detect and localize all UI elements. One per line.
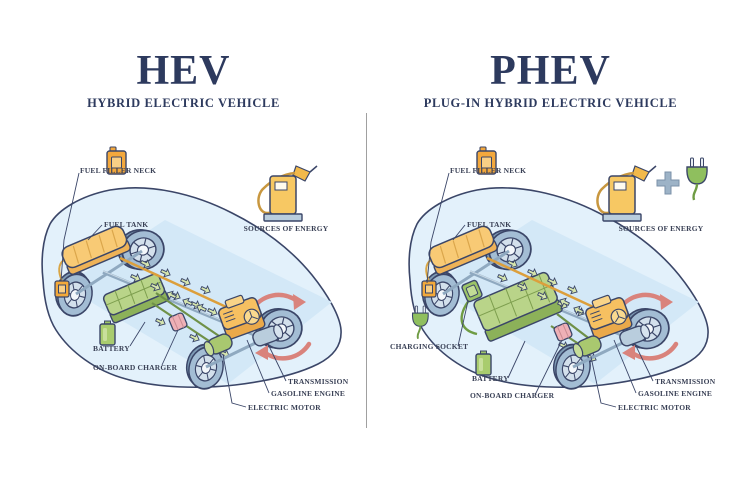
phev-subtitle: PLUG-IN HYBRID ELECTRIC VEHICLE (423, 96, 678, 110)
fuel-tank-part (428, 225, 498, 275)
transmission-part (619, 324, 651, 347)
fuel-pump-icon (257, 164, 319, 223)
fuel-line (119, 256, 236, 313)
battery-pack (102, 273, 169, 324)
sources-of-energy-label: SOURCES OF ENERGY (243, 224, 329, 233)
hev-subtitle: HYBRID ELECTRIC VEHICLE (87, 96, 280, 110)
electric-plug-icon (685, 156, 709, 202)
filler-pipe (425, 259, 432, 282)
on-board-charger-unit (168, 312, 188, 332)
phev-panel: PHEV PLUG-IN HYBRID ELECTRIC VEHICLE (367, 0, 734, 489)
fuel-pump-icon (596, 164, 658, 223)
electric-line-b (556, 313, 592, 341)
gasoline-engine-label: GASOLINE ENGINE (638, 389, 713, 398)
gasoline-engine-part (585, 294, 633, 340)
on-board-charger-unit (553, 322, 573, 342)
electric-motor-label: ELECTRIC MOTOR (248, 403, 321, 412)
battery-label: BATTERY (93, 344, 130, 353)
fuel-tank-label: FUEL TANK (104, 220, 149, 229)
battery-icon (475, 350, 492, 376)
charging-socket-label: CHARGING SOCKET (390, 342, 469, 351)
electric-line-b (155, 292, 220, 337)
rear-axle (442, 249, 510, 296)
sources-of-energy-label: SOURCES OF ENERGY (618, 224, 704, 233)
phev-title: PHEV (490, 48, 611, 94)
battery-icon (99, 320, 116, 346)
battery-label: BATTERY (472, 374, 509, 383)
fuel-filler-neck-label: FUEL FILLER NECK (450, 166, 527, 175)
leader-lines (426, 172, 654, 408)
battery-pack (473, 271, 563, 342)
on-board-charger-label: ON-BOARD CHARGER (93, 363, 178, 372)
panel-divider (366, 113, 367, 428)
leader-lines (60, 172, 287, 408)
transmission-label: TRANSMISSION (288, 377, 349, 386)
hev-car-diagram (41, 146, 342, 408)
hev-panel: HEV HYBRID ELECTRIC VEHICLE (41, 48, 349, 412)
electric-motor-part (572, 335, 602, 359)
fuel-tank-part (61, 225, 131, 275)
electric-motor-label: ELECTRIC MOTOR (618, 403, 691, 412)
transmission-label: TRANSMISSION (655, 377, 716, 386)
phev-car-diagram (408, 146, 709, 408)
wheel-rotation-arrows (249, 292, 312, 361)
transmission-part (252, 324, 284, 347)
fuel-line (486, 256, 603, 313)
fuel-filler-neck-part (54, 280, 70, 298)
fuel-filler-neck-label: FUEL FILLER NECK (80, 166, 157, 175)
plus-icon (656, 171, 680, 195)
gasoline-engine-part (218, 294, 266, 340)
fuel-tank-label: FUEL TANK (467, 220, 512, 229)
hev-title: HEV (136, 48, 231, 94)
gasoline-engine-label: GASOLINE ENGINE (271, 389, 346, 398)
on-board-charger-label: ON-BOARD CHARGER (470, 391, 555, 400)
rear-axle (75, 249, 143, 296)
electric-motor-part (203, 333, 233, 357)
fuel-filler-neck-part (421, 280, 437, 298)
